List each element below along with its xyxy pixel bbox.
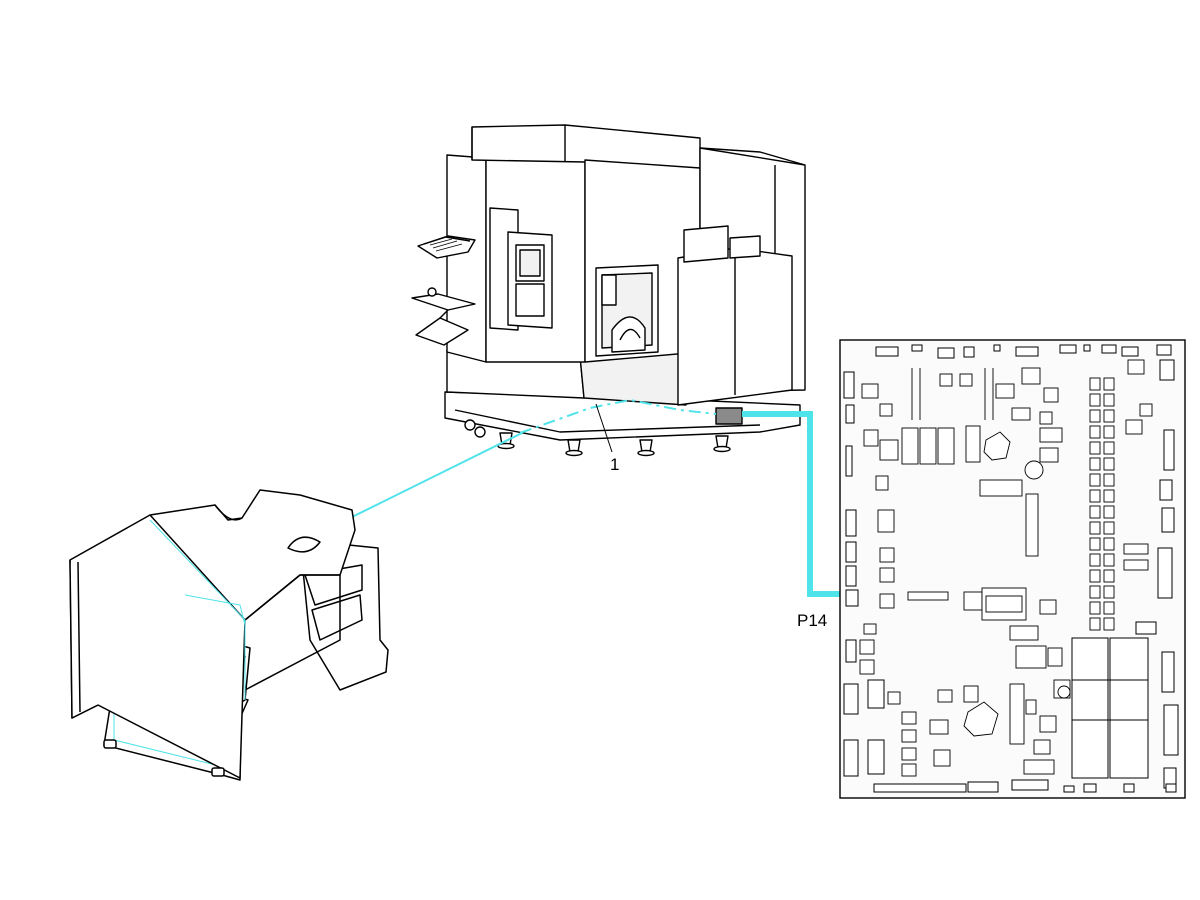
relay-column: [1089, 377, 1115, 631]
p14-label: P14: [797, 611, 827, 630]
cnc-machine: [411, 124, 806, 457]
callout-1-leader: [595, 403, 613, 453]
machine-internal-cable: [519, 398, 717, 434]
callout-1-label: 1: [610, 455, 619, 474]
board-components: [859, 359, 1153, 777]
power-blocks: [1071, 637, 1149, 779]
control-board: [839, 339, 1186, 799]
top-connectors: [875, 344, 1172, 359]
p14-connector: [845, 589, 859, 607]
p14-cable: [742, 411, 846, 597]
left-connectors: [843, 371, 885, 777]
foot-pedal-cable: [349, 432, 523, 519]
foot-pedal: [69, 489, 389, 781]
bottom-connectors: [873, 779, 1177, 793]
right-connectors: [1135, 359, 1179, 789]
